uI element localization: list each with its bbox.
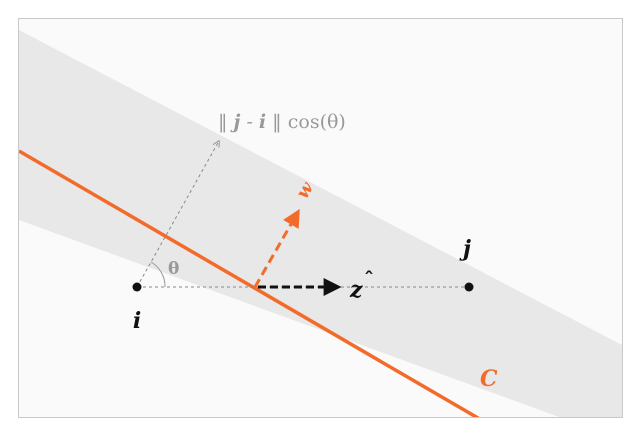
projection-arrow [136,141,219,288]
projection-minus: - [240,111,259,133]
label-angle-theta: θ [168,259,179,279]
label-point-i: i [133,308,141,334]
label-projection: ‖ j - i ‖ cos(θ) [218,111,346,133]
point-i [132,282,142,292]
projection-j: j [230,111,241,133]
label-z-hat-caret: ˆ [364,267,374,291]
projection-i: i [259,111,266,133]
angle-arc [150,261,166,288]
decision-boundary-line [19,149,480,417]
label-boundary-c: C [480,366,498,392]
label-z-hat: z [349,277,363,303]
projection-bar-right: ‖ [266,111,288,133]
point-j [464,282,474,292]
normal-vector-arrow [253,208,300,288]
projection-bar-left: ‖ [218,111,234,133]
margin-band [19,30,622,417]
projection-cos: cos(θ) [288,111,346,133]
